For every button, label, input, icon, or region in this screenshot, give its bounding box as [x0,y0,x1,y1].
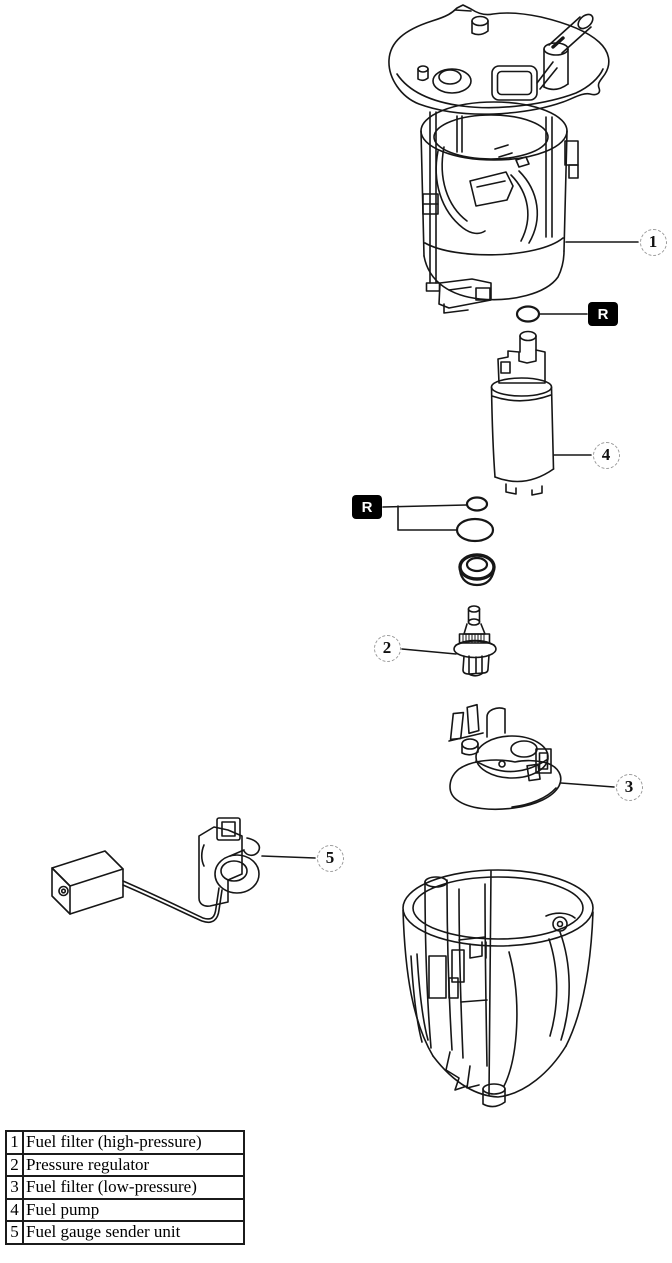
spacer-grommet [458,553,496,587]
legend-row: 1 Fuel filter (high-pressure) [5,1130,245,1155]
o-ring-upper [515,305,541,323]
legend-number: 1 [5,1130,24,1155]
o-ring-large [455,517,495,543]
low-pressure-filter-drawing [448,703,562,811]
leader-lines [261,241,639,859]
legend-row: 4 Fuel pump [5,1197,245,1222]
legend-description: Fuel pump [22,1197,245,1222]
callout-2: 2 [373,634,401,662]
legend-description: Fuel filter (high-pressure) [22,1130,245,1155]
callout-1: 1 [639,228,667,256]
legend-number: 4 [5,1197,24,1222]
callout-3: 3 [615,773,643,801]
legend-row: 2 Pressure regulator [5,1152,245,1177]
legend-number: 3 [5,1175,24,1200]
legend-number: 5 [5,1220,24,1245]
legend-description: Pressure regulator [22,1152,245,1177]
filter-canister-drawing [420,101,579,314]
replace-marker-badge: R [588,302,618,326]
legend-description: Fuel gauge sender unit [22,1220,245,1245]
sender-unit-drawing [51,817,261,924]
fuel-pump-drawing [490,330,555,496]
pressure-regulator-drawing [453,605,497,677]
callout-5: 5 [316,844,344,872]
replace-marker-badge: R [352,495,382,519]
callout-4: 4 [592,441,620,469]
legend-row: 3 Fuel filter (low-pressure) [5,1175,245,1200]
o-ring-small [465,496,489,512]
legend-row: 5 Fuel gauge sender unit [5,1220,245,1245]
reservoir-cup-drawing [402,869,594,1108]
legend-description: Fuel filter (low-pressure) [22,1175,245,1200]
legend-table: 1 Fuel filter (high-pressure) 2 Pressure… [5,1130,245,1245]
legend-number: 2 [5,1152,24,1177]
flange-plate-drawing [388,4,610,115]
